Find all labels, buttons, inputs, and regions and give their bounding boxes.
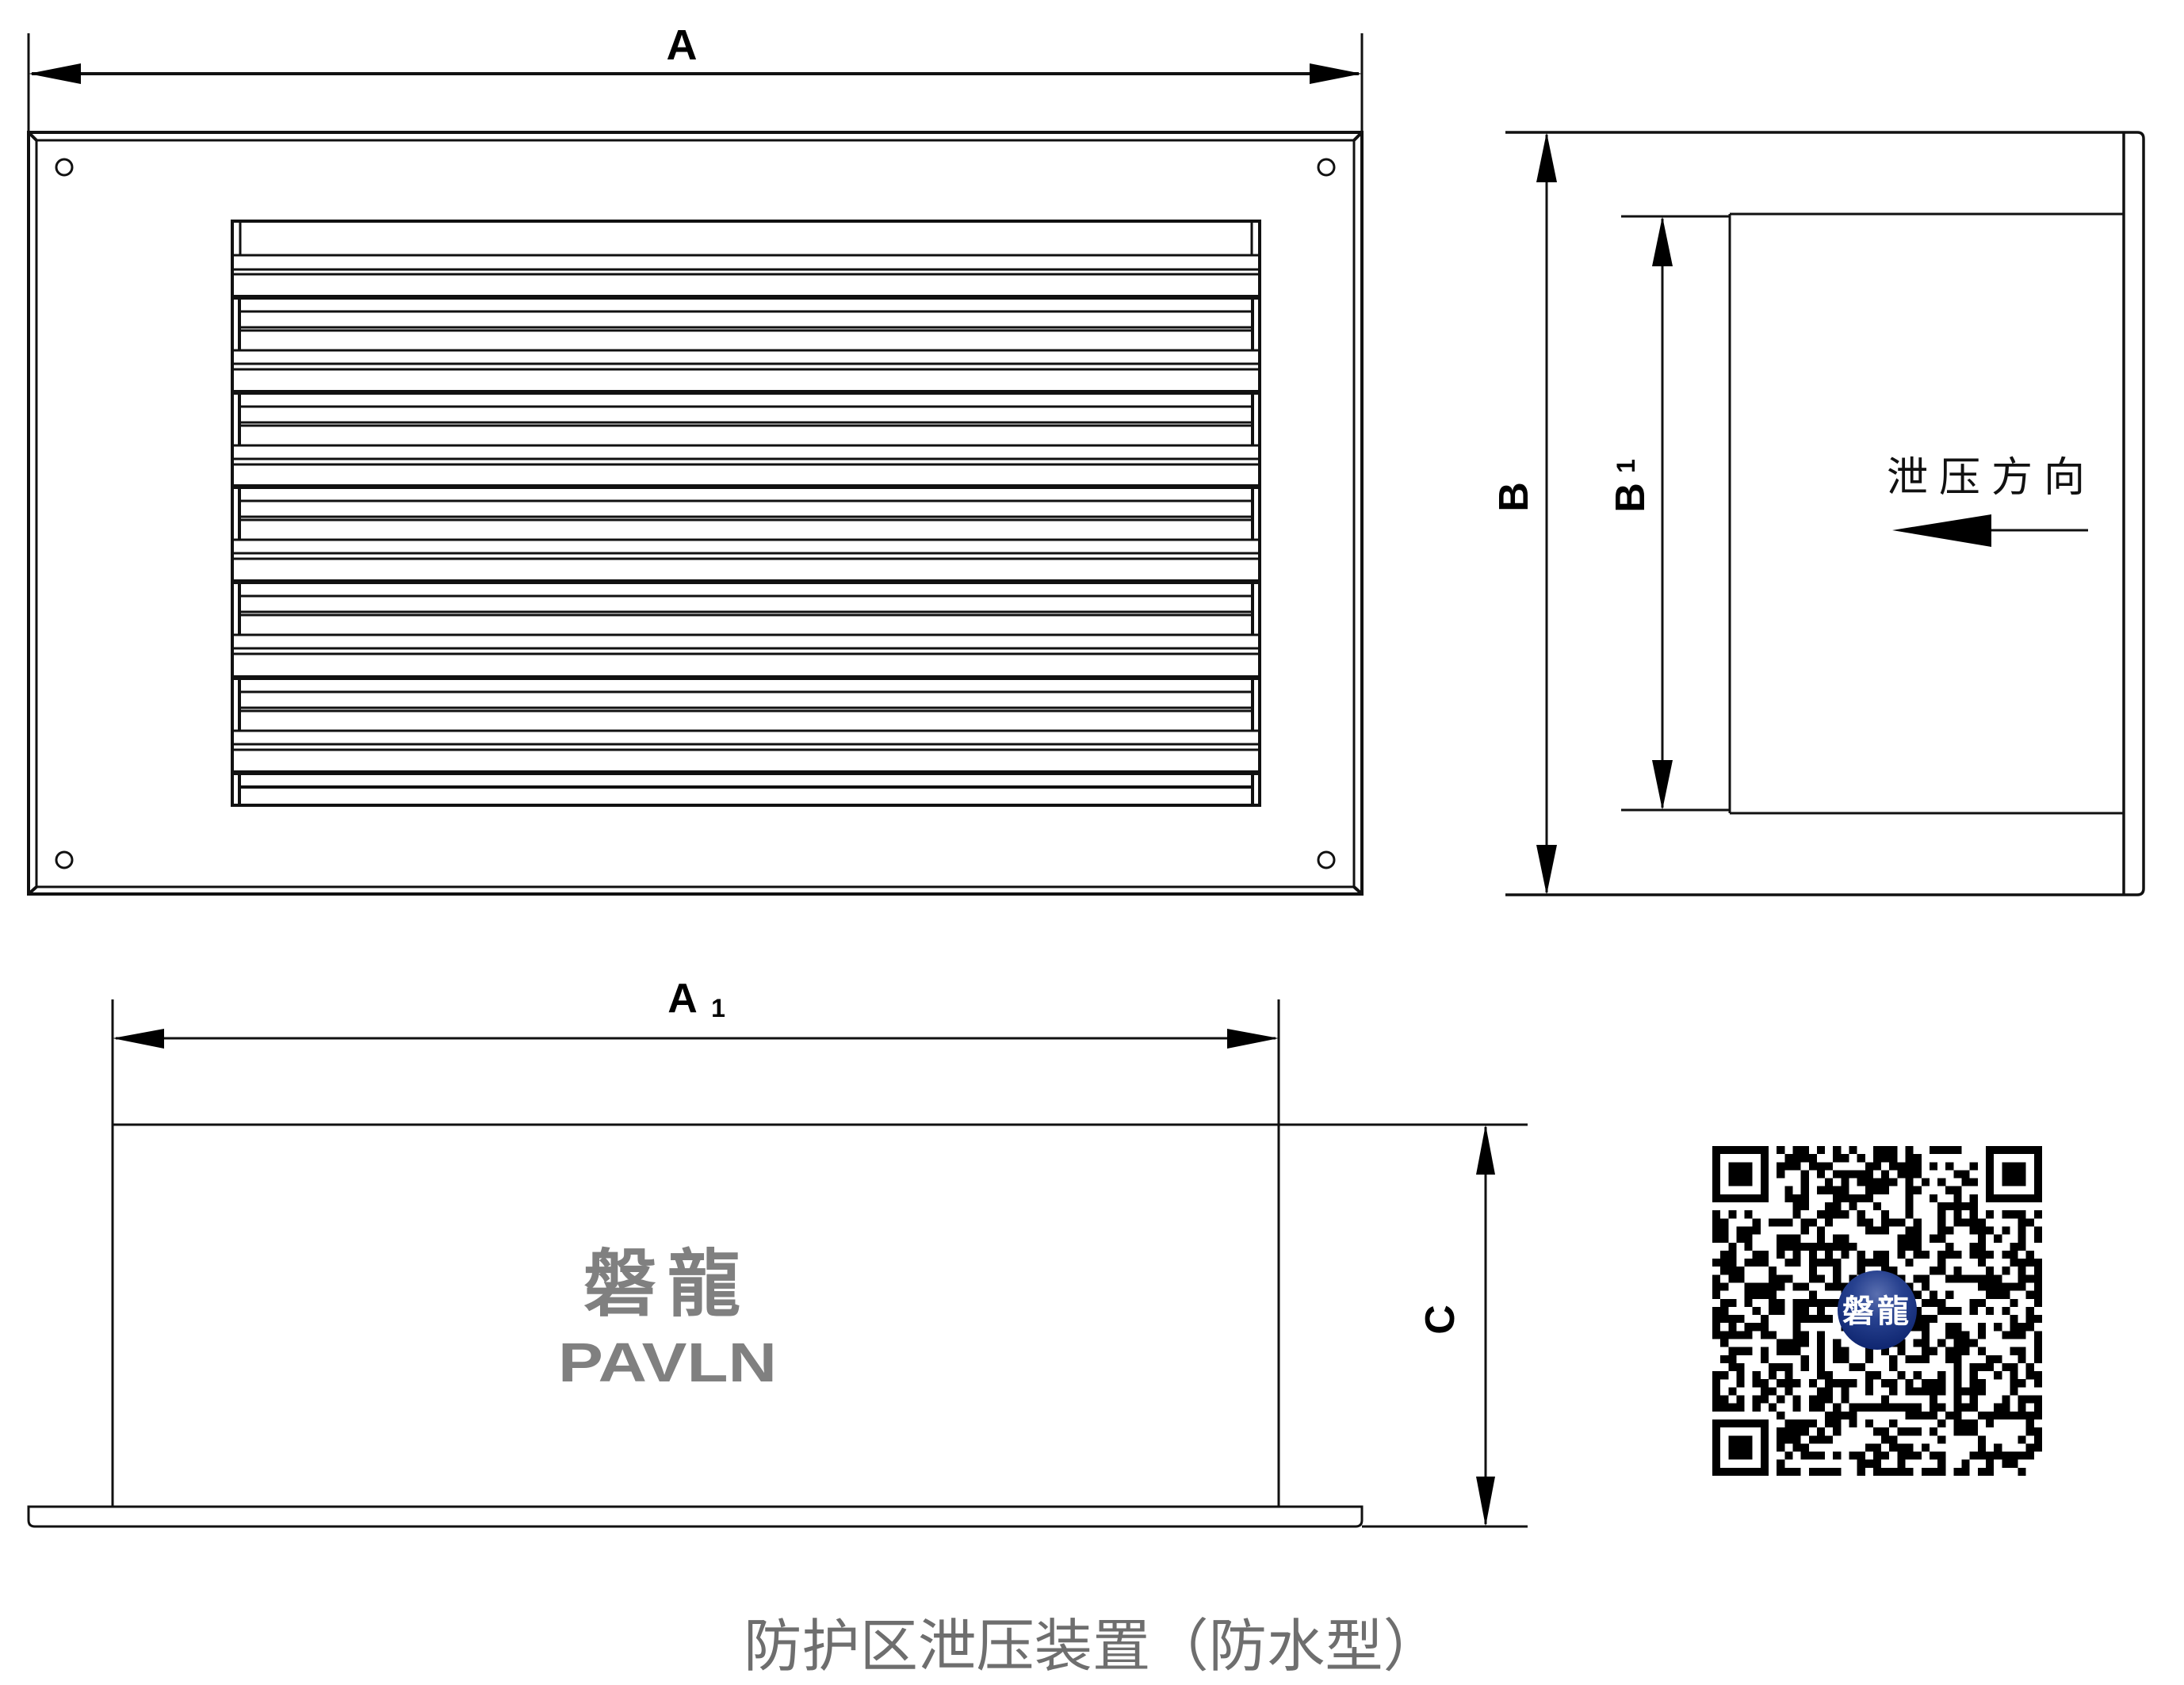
mounting-hole-icon bbox=[1317, 158, 1336, 177]
dimension-a-label: A bbox=[667, 21, 698, 69]
arrowhead-down-icon bbox=[1652, 760, 1673, 810]
mounting-hole-icon bbox=[55, 158, 74, 177]
dimension-b1-label: B bbox=[1608, 483, 1654, 513]
mounting-hole-icon bbox=[55, 850, 74, 869]
relief-direction-label: 泄压方向 bbox=[1887, 454, 2096, 502]
dimension-b-label: B bbox=[1491, 482, 1537, 512]
qr-code[interactable]: 磐龍 bbox=[1712, 1146, 2042, 1476]
dimension-c-label: C bbox=[1417, 1305, 1463, 1335]
qr-logo-badge bbox=[1838, 1270, 1917, 1350]
arrowhead-up-icon bbox=[1536, 132, 1557, 182]
dimension-a: A bbox=[27, 21, 1364, 133]
dimension-a1-subscript: 1 bbox=[711, 994, 725, 1022]
front-view: A bbox=[27, 21, 1364, 896]
louver-grille bbox=[231, 220, 1261, 807]
dimension-b1-subscript: 1 bbox=[1612, 459, 1640, 473]
dimension-b1: B 1 bbox=[1608, 215, 1730, 812]
dimension-c: C bbox=[1417, 1125, 1495, 1526]
arrowhead-up-icon bbox=[1652, 216, 1673, 266]
arrowhead-right-icon bbox=[1310, 63, 1362, 84]
relief-direction: 泄压方向 bbox=[1887, 454, 2096, 547]
dimension-a1-label: A bbox=[667, 976, 698, 1022]
arrowhead-left-icon bbox=[113, 1029, 164, 1049]
brand-name-en: PAVLN bbox=[558, 1332, 777, 1393]
dimension-a1: A 1 bbox=[111, 976, 1280, 1507]
dimension-b: B bbox=[1491, 132, 1557, 895]
arrowhead-up-icon bbox=[1476, 1125, 1495, 1175]
arrowhead-right-icon bbox=[1227, 1029, 1279, 1049]
mounting-hole-icon bbox=[1317, 850, 1336, 869]
bottom-view: A 1 C 磐龍 PAVLN bbox=[27, 976, 1528, 1528]
brand-name-cn: 磐龍 bbox=[583, 1241, 752, 1327]
arrowhead-down-icon bbox=[1536, 845, 1557, 895]
front-plate bbox=[27, 131, 1364, 896]
side-view: B B 1 泄压方向 bbox=[1491, 131, 2145, 896]
qr-logo-text: 磐龍 bbox=[1842, 1293, 1912, 1330]
arrowhead-down-icon bbox=[1476, 1477, 1495, 1526]
arrowhead-left-icon bbox=[29, 63, 81, 84]
drawing-caption: 防护区泄压装置（防水型） bbox=[744, 1613, 1441, 1679]
brand-logo: 磐龍 PAVLN bbox=[558, 1241, 777, 1393]
arrow-left-icon bbox=[1892, 514, 1991, 547]
